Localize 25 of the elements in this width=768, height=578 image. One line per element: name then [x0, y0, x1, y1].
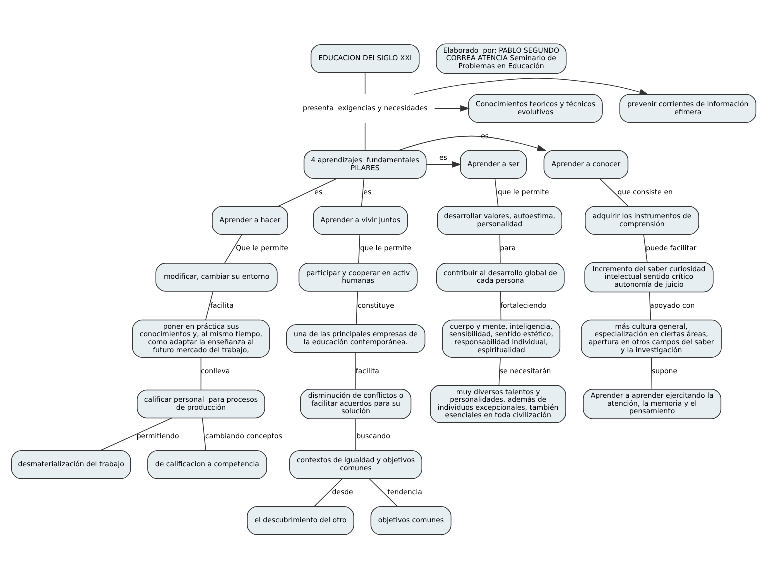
connector	[498, 356, 501, 386]
arrow	[414, 78, 650, 96]
connector	[200, 356, 202, 390]
connector	[651, 356, 653, 390]
connector	[644, 234, 648, 263]
connector	[206, 290, 214, 320]
connector	[314, 478, 343, 507]
connector	[356, 290, 358, 325]
connector	[100, 417, 172, 451]
connector	[494, 178, 499, 206]
arrow	[398, 135, 547, 151]
connector	[358, 234, 360, 264]
connector	[649, 292, 652, 320]
connector	[224, 234, 243, 264]
connector	[600, 178, 629, 206]
connector	[278, 178, 338, 206]
connector	[202, 418, 206, 451]
arrow	[434, 104, 470, 112]
connector	[500, 234, 501, 264]
connector	[369, 478, 398, 507]
connector	[364, 122, 366, 150]
connector	[361, 178, 365, 206]
connector	[364, 72, 366, 94]
arrow	[426, 160, 462, 168]
connector	[500, 290, 502, 320]
